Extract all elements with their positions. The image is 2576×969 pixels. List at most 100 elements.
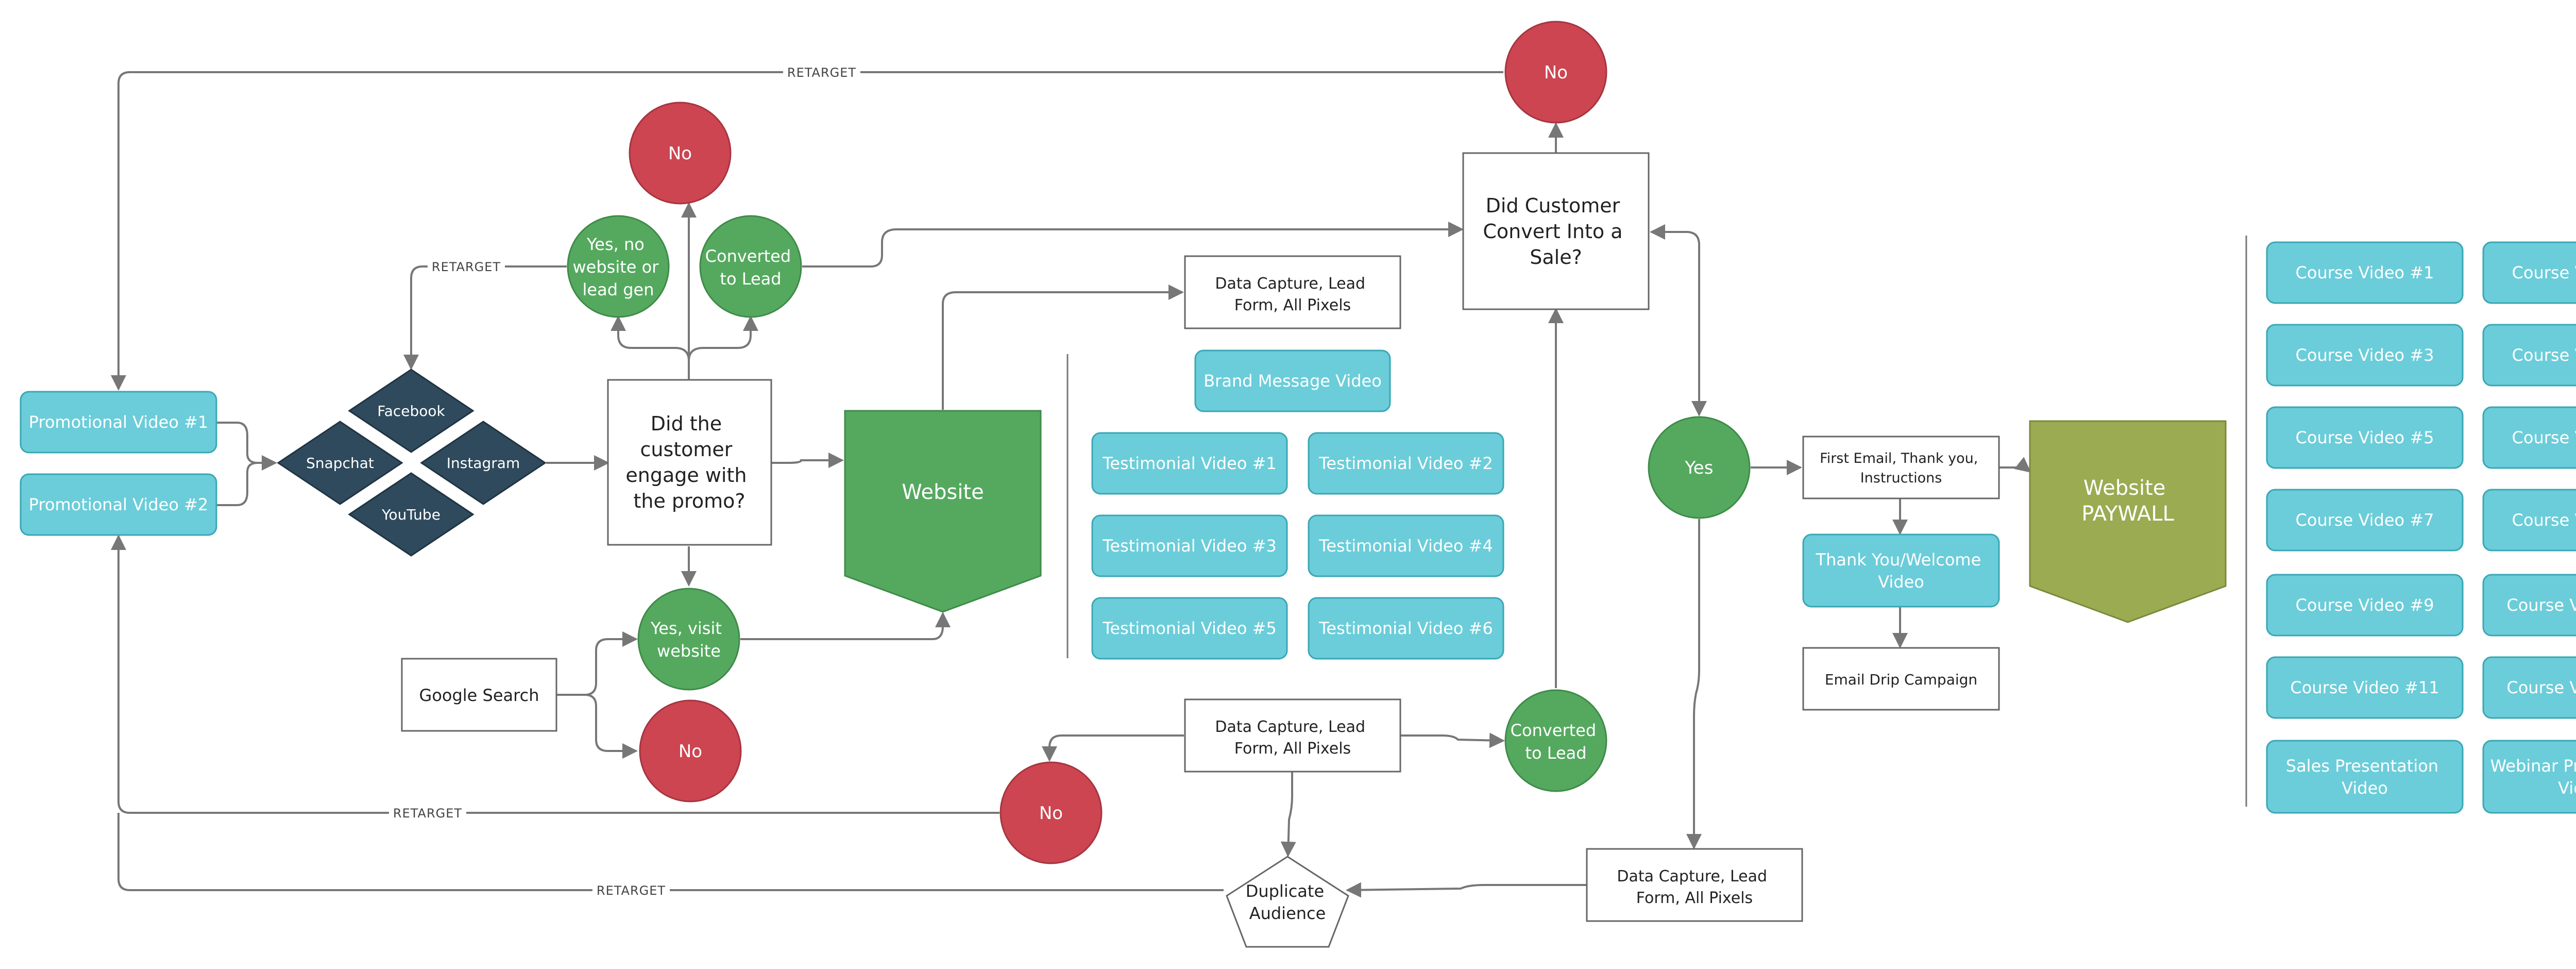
svg-text:Testimonial Video #3: Testimonial Video #3 bbox=[1102, 536, 1277, 556]
data-capture-mid-box[interactable]: Data Capture, Lead Form, All Pixels bbox=[1184, 698, 1401, 773]
svg-text:Promotional Video #1: Promotional Video #1 bbox=[29, 412, 208, 432]
testimonial-video-3[interactable]: Testimonial Video #3 bbox=[1091, 514, 1288, 577]
first-email-box[interactable]: First Email, Thank you, Instructions bbox=[1802, 436, 2000, 499]
edge-question-to-yes-no-website bbox=[611, 315, 690, 361]
svg-text:Testimonial Video #1: Testimonial Video #1 bbox=[1102, 454, 1277, 473]
testimonial-video-4[interactable]: Testimonial Video #4 bbox=[1308, 514, 1504, 577]
email-drip-box[interactable]: Email Drip Campaign bbox=[1802, 647, 2000, 711]
edge-promo2-to-platforms bbox=[216, 462, 276, 506]
thank-you-video[interactable]: Thank You/Welcome Video bbox=[1802, 533, 2000, 608]
no-top-circle[interactable]: No bbox=[629, 102, 732, 205]
website-shape[interactable]: Website bbox=[844, 410, 1042, 613]
svg-text:YouTube: YouTube bbox=[381, 506, 440, 523]
course-video-9[interactable]: Course Video #9 bbox=[2266, 574, 2464, 637]
data-capture-bottom-box[interactable]: Data Capture, Lead Form, All Pixels bbox=[1586, 848, 1803, 922]
edge-data-capture-mid-to-converted bbox=[1400, 732, 1505, 748]
webinar-presentation-video[interactable]: Webinar Presentation Video bbox=[2482, 740, 2576, 814]
testimonial-video-5[interactable]: Testimonial Video #5 bbox=[1091, 597, 1288, 660]
course-video-1[interactable]: Course Video #1 bbox=[2266, 241, 2464, 304]
svg-text:Course Video #4: Course Video #4 bbox=[2512, 345, 2576, 365]
youtube-diamond[interactable]: YouTube bbox=[348, 472, 474, 557]
edge-yes-to-data-capture-bottom bbox=[1686, 519, 1702, 849]
edge-labels: RETARGET RETARGET RETARGET RETARGET bbox=[389, 65, 860, 898]
svg-text:No: No bbox=[668, 143, 692, 164]
edge-retarget-bottom bbox=[117, 813, 1224, 891]
svg-text:Sales Presentation Vid: Sales Presentation Video bbox=[2286, 756, 2444, 798]
svg-text:Converted to Lead: Converted to Lead bbox=[705, 246, 796, 289]
svg-text:Google Search: Google Search bbox=[419, 686, 539, 705]
svg-text:No: No bbox=[1039, 803, 1063, 824]
edge-data-capture-bottom-to-duplicate bbox=[1346, 882, 1587, 898]
svg-text:Testimonial Video #6: Testimonial Video #6 bbox=[1318, 619, 1493, 638]
edge-website-to-data-capture bbox=[942, 285, 1184, 410]
testimonial-video-1[interactable]: Testimonial Video #1 bbox=[1091, 432, 1288, 495]
svg-text:Yes, no website or: Yes, no website or lead gen bbox=[572, 235, 664, 299]
svg-text:Duplicate Audience: Duplicate Audience bbox=[1246, 881, 1330, 923]
edge-google-to-yes-visit bbox=[556, 631, 638, 696]
sales-presentation-video[interactable]: Sales Presentation Video bbox=[2266, 740, 2464, 814]
edge-first-email-to-paywall bbox=[1999, 457, 2031, 473]
edge-retarget-top bbox=[111, 71, 1503, 391]
testimonial-video-6[interactable]: Testimonial Video #6 bbox=[1308, 597, 1504, 660]
promo-video-1[interactable]: Promotional Video #1 bbox=[20, 391, 217, 454]
course-video-7[interactable]: Course Video #7 bbox=[2266, 489, 2464, 552]
course-video-2[interactable]: Course Video #2 bbox=[2482, 241, 2576, 304]
svg-text:Did the customer e: Did the customer engage with the promo? bbox=[625, 412, 753, 512]
svg-text:Webinar Presentation V: Webinar Presentation Video bbox=[2490, 756, 2576, 798]
svg-text:Course Video #1: Course Video #1 bbox=[2296, 263, 2434, 282]
svg-text:Website: Website bbox=[902, 480, 984, 504]
no-convert-circle[interactable]: No bbox=[1504, 21, 1607, 124]
website-paywall-shape[interactable]: Website PAYWALL bbox=[2029, 420, 2227, 623]
brand-message-video[interactable]: Brand Message Video bbox=[1194, 349, 1391, 412]
svg-text:Course Video #6: Course Video #6 bbox=[2512, 428, 2576, 447]
svg-text:Instagram: Instagram bbox=[447, 455, 520, 472]
data-capture-top-box[interactable]: Data Capture, Lead Form, All Pixels bbox=[1184, 255, 1401, 329]
svg-text:Email Drip Campaign: Email Drip Campaign bbox=[1825, 671, 1977, 688]
course-video-11[interactable]: Course Video #11 bbox=[2266, 656, 2464, 719]
svg-text:Snapchat: Snapchat bbox=[306, 455, 374, 472]
yes-no-website-circle[interactable]: Yes, no website or lead gen bbox=[567, 215, 670, 318]
retarget-label-low: RETARGET bbox=[393, 806, 462, 821]
course-video-4[interactable]: Course Video #4 bbox=[2482, 324, 2576, 387]
svg-text:Converted to Lead: Converted to Lead bbox=[1511, 721, 1602, 763]
testimonial-video-2[interactable]: Testimonial Video #2 bbox=[1308, 432, 1504, 495]
edge-question-to-website bbox=[771, 453, 844, 468]
svg-text:Facebook: Facebook bbox=[377, 403, 445, 420]
svg-text:Course Video #5: Course Video #5 bbox=[2296, 428, 2434, 447]
course-video-3[interactable]: Course Video #3 bbox=[2266, 324, 2464, 387]
course-video-10[interactable]: Course Video #10 bbox=[2482, 574, 2576, 637]
course-video-6[interactable]: Course Video #6 bbox=[2482, 406, 2576, 469]
engage-question-box[interactable]: Did the customer engage with the promo? bbox=[607, 379, 772, 546]
yes-convert-circle[interactable]: Yes bbox=[1648, 416, 1751, 519]
instagram-diamond[interactable]: Instagram bbox=[420, 421, 547, 505]
svg-text:Course Video #7: Course Video #7 bbox=[2296, 510, 2434, 530]
svg-text:Testimonial Video #2: Testimonial Video #2 bbox=[1318, 454, 1493, 473]
svg-text:Data Capture, Lead Form,: Data Capture, Lead Form, All Pixels bbox=[1215, 275, 1370, 314]
snapchat-diamond[interactable]: Snapchat bbox=[277, 421, 403, 505]
edge-data-capture-mid-to-no bbox=[1042, 734, 1184, 762]
svg-text:Course Video #2: Course Video #2 bbox=[2512, 263, 2576, 282]
google-search-box[interactable]: Google Search bbox=[401, 658, 557, 732]
yes-visit-circle[interactable]: Yes, visit website bbox=[637, 588, 740, 691]
facebook-diamond[interactable]: Facebook bbox=[348, 369, 474, 453]
promo-video-2[interactable]: Promotional Video #2 bbox=[20, 473, 217, 536]
convert-question-box[interactable]: Did Customer Convert Into a Sale? bbox=[1462, 152, 1650, 310]
duplicate-audience-pentagon[interactable]: Duplicate Audience bbox=[1226, 856, 1349, 948]
svg-text:Yes: Yes bbox=[1685, 458, 1714, 478]
edge-yes-to-convert-question bbox=[1650, 224, 1707, 416]
svg-text:Testimonial Video #4: Testimonial Video #4 bbox=[1318, 536, 1493, 556]
course-video-5[interactable]: Course Video #5 bbox=[2266, 406, 2464, 469]
retarget-label-bottom: RETARGET bbox=[597, 883, 666, 898]
no-google-circle[interactable]: No bbox=[639, 699, 742, 803]
no-bottom-circle[interactable]: No bbox=[999, 761, 1103, 864]
edge-promo1-to-platforms bbox=[216, 422, 277, 471]
svg-text:Course Video #11: Course Video #11 bbox=[2290, 678, 2439, 697]
converted-lead-bottom-circle[interactable]: Converted to Lead bbox=[1504, 689, 1607, 792]
converted-lead-top-circle[interactable]: Converted to Lead bbox=[699, 215, 802, 318]
svg-text:Data Capture, Lead Form,: Data Capture, Lead Form, All Pixels bbox=[1617, 867, 1772, 907]
course-video-8[interactable]: Course Video #8 bbox=[2482, 489, 2576, 552]
course-video-12[interactable]: Course Video #12 bbox=[2482, 656, 2576, 719]
retarget-label-mid: RETARGET bbox=[432, 260, 501, 274]
svg-text:Course Video #12: Course Video #12 bbox=[2506, 678, 2576, 697]
